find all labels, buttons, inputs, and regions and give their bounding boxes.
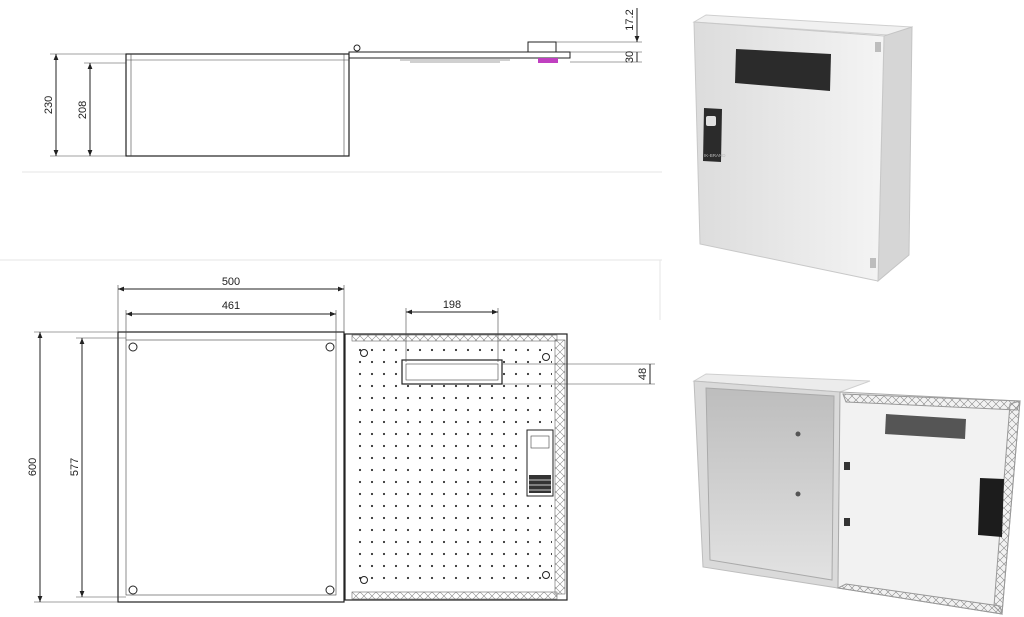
- closed-enclosure-render: IK-BRAND: [692, 14, 914, 283]
- door-lock: [526, 429, 554, 497]
- window-cutout: [885, 414, 966, 439]
- dim-hinge-depth: 17.2: [624, 9, 636, 30]
- mounting-hole: [128, 342, 138, 352]
- enclosure-interior: [705, 387, 835, 581]
- dim-depth-inner: 208: [77, 101, 89, 119]
- dim-width-total: 500: [222, 276, 240, 288]
- perforation-grid: [354, 344, 552, 588]
- door-rib-bottom: [351, 591, 558, 600]
- hinge: [875, 42, 881, 52]
- mounting-hole: [128, 585, 138, 595]
- dim-depth-total: 230: [43, 96, 55, 114]
- enclosure-door-front: [693, 21, 885, 282]
- dim-window-width: 198: [443, 299, 461, 311]
- enclosure-opening: [117, 331, 345, 603]
- door-top: [348, 51, 571, 59]
- dim-width-inner: 461: [222, 300, 240, 312]
- window-cutout: [401, 359, 503, 385]
- lock-housing: [527, 41, 557, 53]
- dim-door-depth: 30: [624, 51, 636, 63]
- open-enclosure-render: [692, 373, 1021, 616]
- dim-height-total: 600: [27, 458, 39, 476]
- accent-marker: [538, 58, 558, 63]
- hinge-pin: [353, 44, 361, 52]
- dim-height-inner: 577: [69, 458, 81, 476]
- mounting-hole: [325, 585, 335, 595]
- dim-window-height: 48: [637, 368, 649, 380]
- door-rib-right: [554, 339, 566, 595]
- front-view: 500 461 600 577 198 48: [27, 276, 655, 603]
- brand-label: IK-BRAND: [704, 153, 726, 158]
- top-view: 230 208 17.2 30: [43, 8, 642, 157]
- door-rib-top: [351, 334, 558, 342]
- door-lock-module: [978, 478, 1004, 537]
- mounting-hole: [325, 342, 335, 352]
- hinge: [870, 258, 876, 268]
- viewing-window: [735, 49, 831, 91]
- enclosure-body-top: [125, 53, 350, 157]
